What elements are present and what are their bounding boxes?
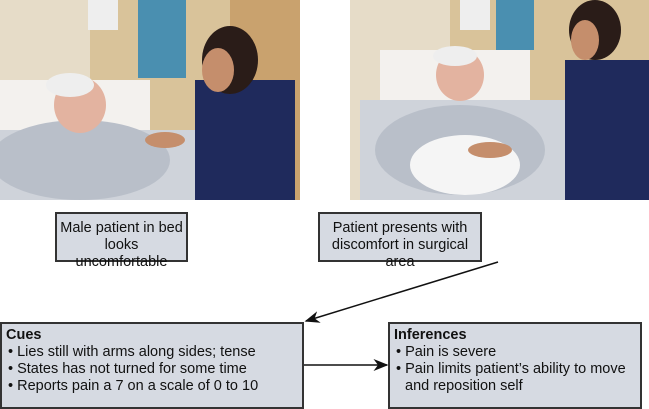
photo-nurse-assessing-patient	[350, 0, 649, 200]
observation-box-left: Male patient in bed looks uncomfortable	[55, 212, 188, 270]
inferences-title: Inferences	[394, 327, 467, 343]
cue-item: • Reports pain a 7 on a scale of 0 to 10	[8, 378, 259, 394]
inference-item: • Pain is severe	[396, 344, 497, 360]
observation-line: discomfort in surgical area	[331, 237, 469, 270]
observation-line: Patient presents with	[332, 220, 468, 236]
arrow-to-cues	[304, 261, 499, 323]
inferences-box: Inferences • Pain is severe • Pain limit…	[388, 322, 642, 409]
cues-title: Cues	[6, 327, 42, 343]
cue-item: • Lies still with arms along sides; tens…	[8, 344, 256, 360]
photo-patient-in-bed	[0, 0, 300, 200]
observation-line: Male patient in bed	[60, 220, 183, 236]
observation-line: looks uncomfortable	[75, 237, 168, 270]
cues-box: Cues • Lies still with arms along sides;…	[0, 322, 304, 409]
inference-item: • Pain limits patient’s ability to move …	[396, 361, 626, 394]
cue-item: • States has not turned for some time	[8, 361, 247, 377]
observation-box-right: Patient presents with discomfort in surg…	[318, 212, 482, 270]
